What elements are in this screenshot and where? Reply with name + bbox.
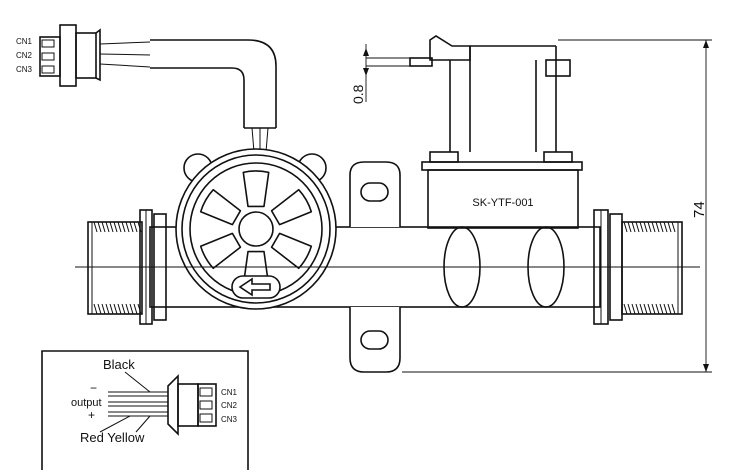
impeller-blade	[242, 170, 270, 208]
inset-pin-label-cn2: CN2	[221, 401, 238, 410]
dimension-terminal-thickness: 0.8	[350, 44, 414, 104]
wire-label-black: Black	[103, 357, 135, 372]
top-pin-label-cn2: CN2	[16, 51, 33, 60]
overall-height-value: 74	[691, 201, 708, 218]
impeller-blade	[270, 188, 313, 226]
model-label: SK-YTF-001	[472, 197, 533, 209]
impeller-blade	[199, 188, 242, 226]
dimension-overall-height: 74	[402, 39, 712, 373]
terminal-thickness-value: 0.8	[350, 84, 366, 104]
mounting-tab-bottom	[349, 307, 401, 373]
impeller-blade	[270, 232, 313, 270]
inset-pin-label-cn3: CN3	[221, 415, 238, 424]
mounting-tab-top	[349, 161, 401, 227]
flow-sensor-housing	[175, 148, 337, 310]
output-label: output	[71, 397, 102, 409]
output-plus-sign: +	[88, 408, 95, 422]
impeller-blade	[199, 232, 242, 270]
inset-pin-label-cn1: CN1	[221, 388, 238, 397]
output-minus-sign: −	[90, 381, 97, 395]
flow-direction-arrow-icon	[231, 275, 281, 299]
top-pin-label-cn3: CN3	[16, 65, 33, 74]
wiring-inset: Black − output + Red Yellow CN1 CN2 CN3	[41, 350, 249, 470]
top-connector: CN1 CN2 CN3	[16, 24, 101, 87]
solenoid-coil: SK-YTF-001	[409, 35, 583, 229]
wire-label-red-yellow: Red Yellow	[80, 430, 145, 445]
sensor-cable	[99, 39, 277, 153]
top-pin-label-cn1: CN1	[16, 37, 33, 46]
